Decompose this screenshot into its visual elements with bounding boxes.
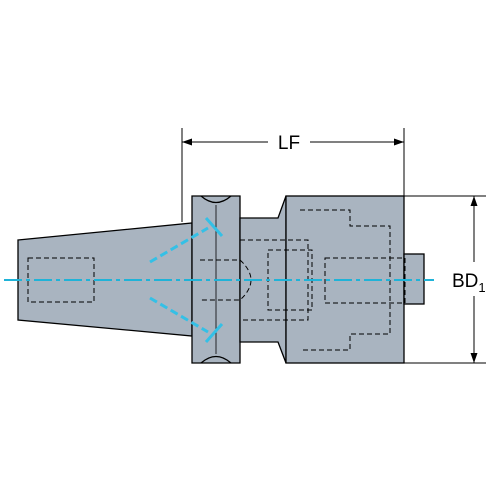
dimension-lf — [181, 128, 405, 222]
coolant-channel-upper-b — [204, 217, 224, 237]
dimension-bd1-label: BD1 — [452, 271, 486, 295]
dimension-lf-label: LF — [278, 133, 300, 154]
coolant-channel-lower-b — [204, 323, 224, 343]
lf-arrow-right — [394, 138, 404, 146]
bd1-subscript: 1 — [478, 280, 485, 295]
lf-arrow-left — [182, 138, 192, 146]
bd1-arrow-top — [470, 196, 478, 206]
dimension-bd1 — [404, 195, 486, 364]
bd1-arrow-bottom — [470, 353, 478, 363]
coolant-channels — [149, 217, 224, 343]
flange-v-groove — [200, 195, 232, 364]
right-bore-hidden — [324, 257, 406, 304]
bd1-main-text: BD — [452, 271, 478, 292]
